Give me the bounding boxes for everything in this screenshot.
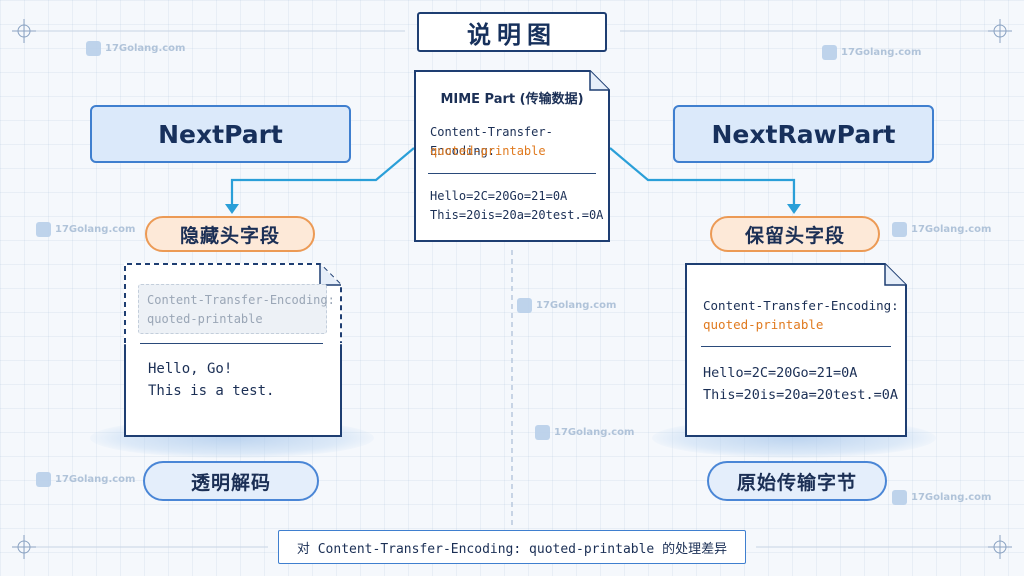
footer-caption: 对 Content-Transfer-Encoding: quoted-prin… [278, 530, 746, 564]
watermark: 17Golang.com [36, 472, 135, 487]
watermark: 17Golang.com [517, 298, 616, 313]
watermark: 17Golang.com [86, 41, 185, 56]
watermark: 17Golang.com [36, 222, 135, 237]
nextpart-header: NextPart [90, 105, 351, 163]
hidden-header-line-1: Content-Transfer-Encoding: [147, 293, 335, 307]
watermark-logo-icon [892, 222, 907, 237]
watermark-logo-icon [892, 490, 907, 505]
hidden-header-line-2: quoted-printable [147, 312, 263, 326]
watermark-logo-icon [36, 222, 51, 237]
watermark: 17Golang.com [822, 45, 921, 60]
decoded-body-line-1: Hello, Go! [148, 361, 233, 377]
mime-header-line-2: quoted-printable [430, 144, 546, 158]
arrow-head-right [787, 204, 801, 214]
watermark: 17Golang.com [892, 490, 991, 505]
watermark-logo-icon [822, 45, 837, 60]
hidden-header-block [138, 284, 327, 334]
arrow-head-left [225, 204, 239, 214]
document-frame [414, 70, 610, 242]
hide-header-tag: 隐藏头字段 [145, 216, 315, 252]
mime-separator [428, 173, 596, 174]
crosshair-icon [12, 535, 36, 559]
decoded-document: Content-Transfer-Encoding: quoted-printa… [124, 263, 342, 437]
mime-body-line-1: Hello=2C=20Go=21=0A [430, 189, 568, 203]
decoded-separator [140, 343, 323, 344]
raw-separator [701, 346, 891, 347]
mime-header-line-1: Content-Transfer-Encoding: [430, 125, 553, 158]
raw-body-line-1: Hello=2C=20Go=21=0A [703, 365, 858, 381]
mime-part-document: MIME Part (传输数据) Content-Transfer-Encodi… [414, 70, 610, 242]
crosshair-icon [988, 19, 1012, 43]
transparent-decode-label: 透明解码 [143, 461, 319, 501]
nextrawpart-header: NextRawPart [673, 105, 934, 163]
decoded-body-line-2: This is a test. [148, 383, 275, 399]
crosshair-icon [988, 535, 1012, 559]
watermark-logo-icon [86, 41, 101, 56]
raw-header-line-1: Content-Transfer-Encoding: [703, 298, 899, 313]
page-title: 说明图 [417, 12, 607, 52]
watermark: 17Golang.com [892, 222, 991, 237]
raw-header-line-2: quoted-printable [703, 317, 824, 332]
arrow-to-left [230, 147, 415, 206]
document-frame [685, 263, 907, 437]
keep-header-tag: 保留头字段 [710, 216, 880, 252]
watermark-logo-icon [535, 425, 550, 440]
mime-part-title: MIME Part (传输数据) [440, 92, 584, 107]
watermark: 17Golang.com [535, 425, 634, 440]
watermark-logo-icon [36, 472, 51, 487]
raw-document: Content-Transfer-Encoding: quoted-printa… [685, 263, 907, 437]
mime-body-line-2: This=20is=20a=20test.=0A [430, 208, 604, 222]
raw-bytes-label: 原始传输字节 [707, 461, 887, 501]
watermark-logo-icon [517, 298, 532, 313]
raw-body-line-2: This=20is=20a=20test.=0A [703, 387, 899, 403]
crosshair-icon [12, 19, 36, 43]
arrow-to-right [609, 147, 796, 206]
